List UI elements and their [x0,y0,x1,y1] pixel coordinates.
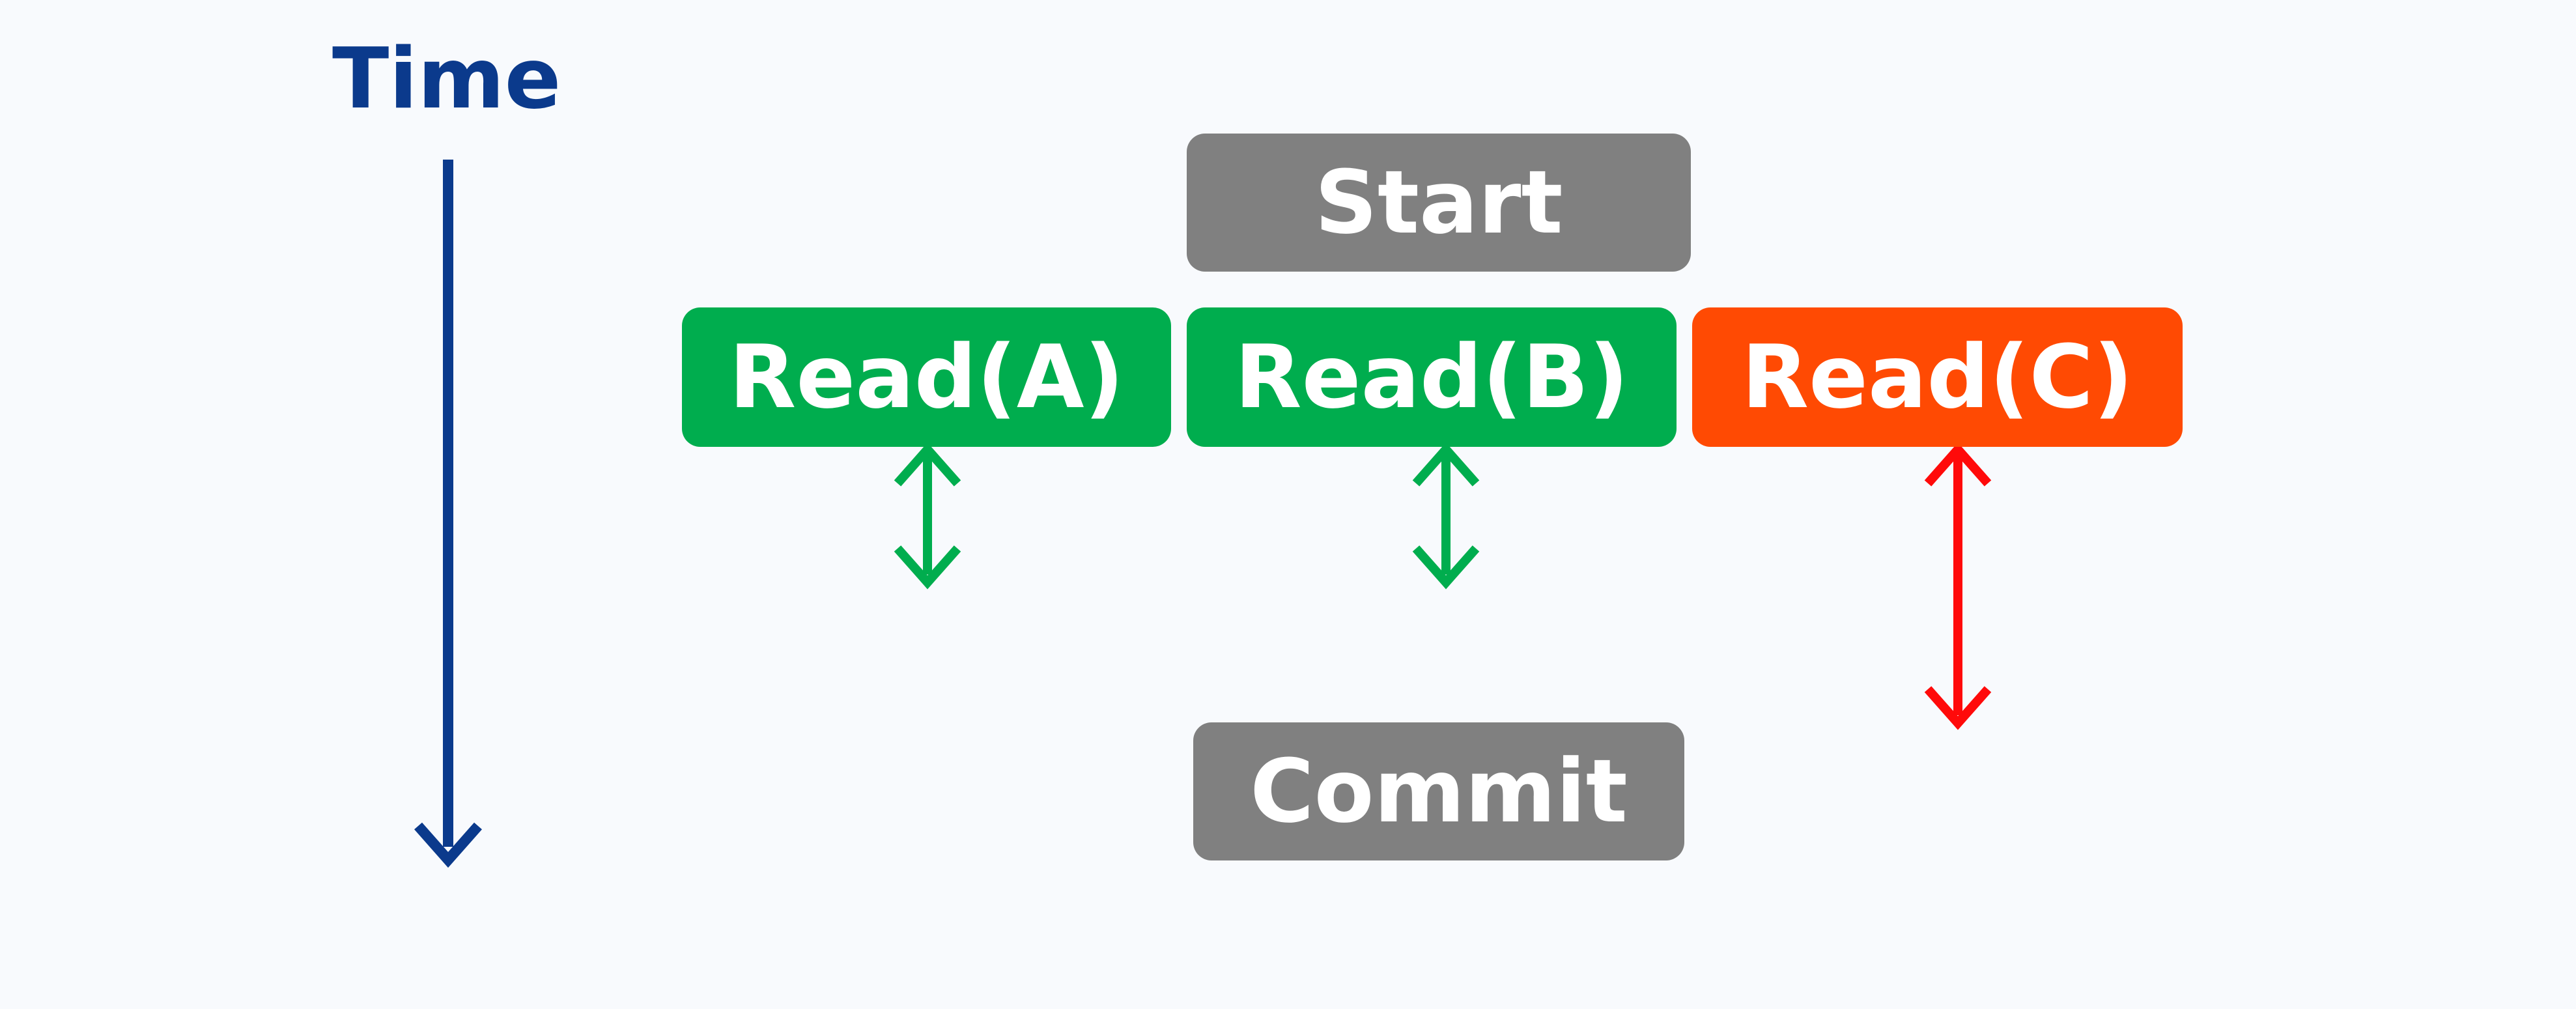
time-arrow-icon [414,160,482,868]
commit-label: Commit [1250,741,1628,842]
start-box: Start [1187,134,1691,272]
read-a-box: Read(A) [682,307,1171,447]
read-b-duration-arrow-icon [1412,442,1480,590]
read-b-label: Read(B) [1234,326,1629,428]
read-c-label: Read(C) [1741,326,2134,428]
time-axis-label: Time [332,31,561,128]
read-c-box: Read(C) [1692,307,2183,447]
commit-box: Commit [1193,722,1684,860]
start-label: Start [1314,152,1563,253]
read-b-box: Read(B) [1187,307,1677,447]
read-a-label: Read(A) [729,326,1124,428]
read-c-duration-arrow-icon [1924,442,1992,730]
read-a-duration-arrow-icon [894,442,961,590]
